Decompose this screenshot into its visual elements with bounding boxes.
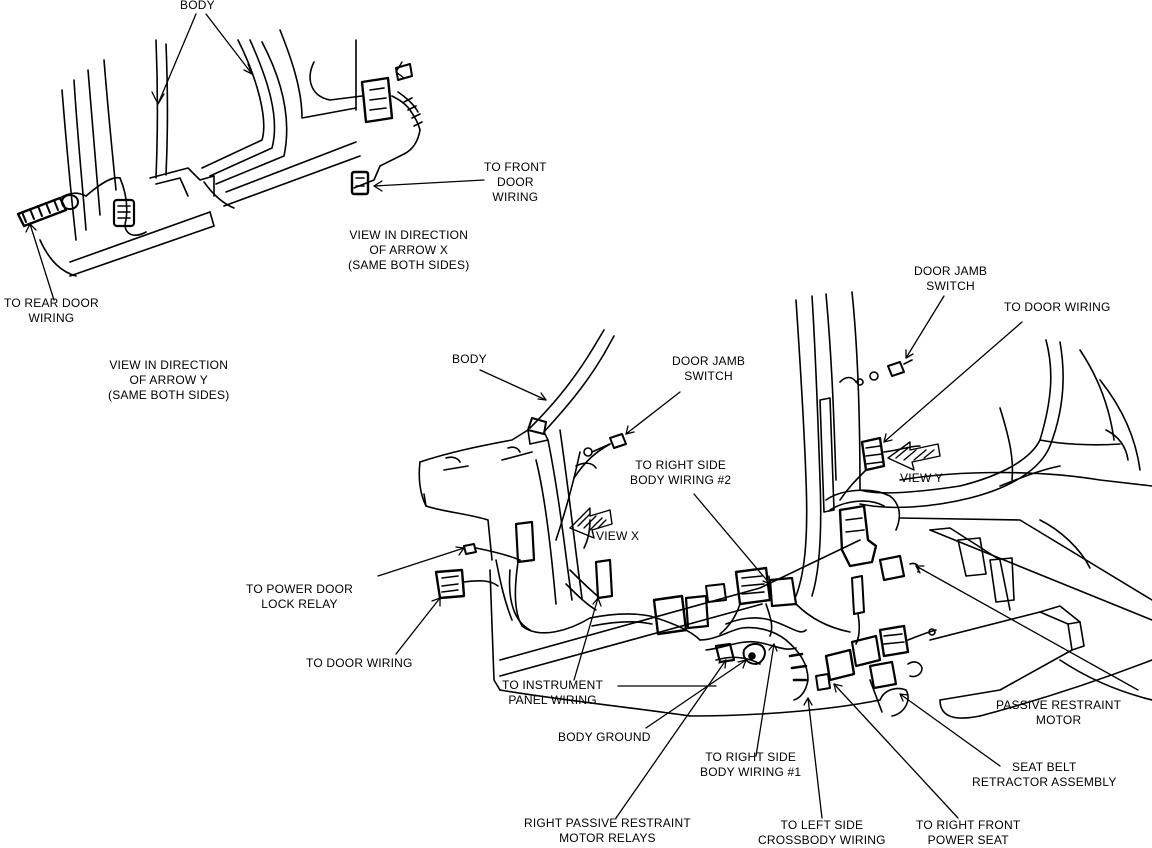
view-arrows (570, 442, 940, 538)
label-view-arrow-x: VIEW IN DIRECTION OF ARROW X (SAME BOTH … (348, 228, 470, 272)
label-seat-belt-retractor-assembly: SEAT BELT RETRACTOR ASSEMBLY (972, 760, 1117, 789)
label-to-right-front-power-seat: TO RIGHT FRONT POWER SEAT (916, 818, 1021, 847)
label-body-main: BODY (452, 352, 487, 366)
inset-view-x (18, 30, 422, 276)
label-view-x: VIEW X (596, 529, 640, 543)
label-to-left-side-crossbody-wiring: TO LEFT SIDE CROSSBODY WIRING (758, 818, 886, 847)
label-to-power-door-lock-relay: TO POWER DOOR LOCK RELAY (246, 582, 354, 611)
label-passive-restraint-motor: PASSIVE RESTRAINT MOTOR (996, 698, 1122, 727)
label-body-top: BODY (180, 0, 215, 12)
label-to-rear-door-wiring: TO REAR DOOR WIRING (4, 296, 99, 325)
label-to-right-side-body-wiring-2: TO RIGHT SIDE BODY WIRING #2 (630, 458, 732, 487)
label-view-y: VIEW Y (900, 471, 943, 485)
label-right-passive-restraint-motor-relays: RIGHT PASSIVE RESTRAINT MOTOR RELAYS (524, 816, 691, 845)
inset-leaders (26, 14, 484, 300)
label-to-door-wiring-left: TO DOOR WIRING (306, 656, 413, 670)
main-leaders (378, 296, 1138, 818)
label-to-front-door-wiring: TO FRONT DOOR WIRING (484, 160, 547, 204)
label-body-ground: BODY GROUND (558, 730, 651, 744)
label-to-door-wiring-right: TO DOOR WIRING (1004, 300, 1111, 314)
label-to-instrument-panel-wiring: TO INSTRUMENT PANEL WIRING (502, 678, 604, 707)
main-components (436, 360, 1120, 700)
label-to-right-side-body-wiring-1: TO RIGHT SIDE BODY WIRING #1 (700, 750, 802, 779)
main-body-structure (419, 292, 1152, 718)
label-door-jamb-switch-center: DOOR JAMB SWITCH (672, 354, 746, 383)
label-view-arrow-y: VIEW IN DIRECTION OF ARROW Y (SAME BOTH … (108, 358, 230, 402)
label-door-jamb-switch-right: DOOR JAMB SWITCH (914, 264, 988, 293)
